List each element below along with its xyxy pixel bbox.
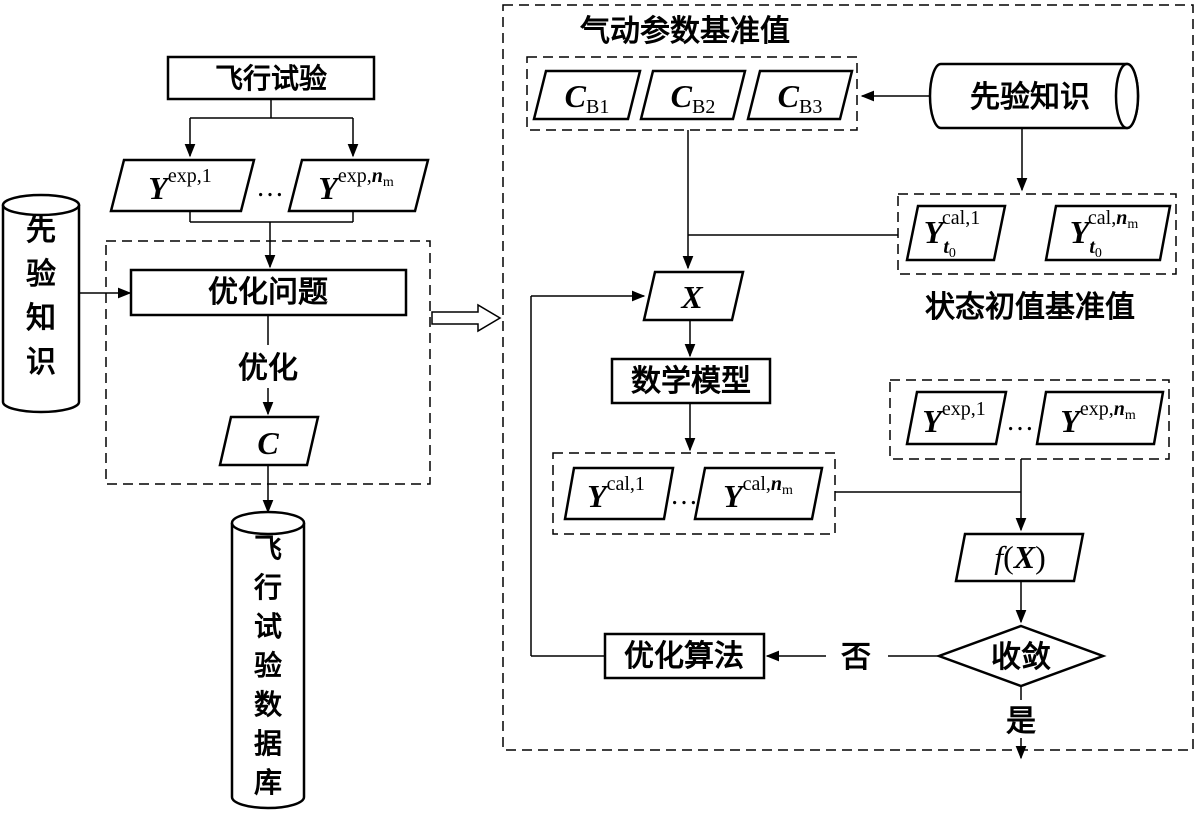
right-y-exp-n-formula: Yexp,nm: [1060, 398, 1136, 439]
right-y-exp-ellipsis: …: [1006, 406, 1034, 437]
db-char-6: 据: [254, 727, 282, 760]
right-dashed-region: [502, 4, 1194, 751]
y-cal-ellipsis: …: [670, 480, 698, 511]
math-model-box: 数学模型: [610, 357, 772, 405]
x-label: X: [680, 279, 703, 315]
db-char-4: 验: [254, 649, 282, 682]
converge-label: 收敛: [991, 640, 1051, 675]
right-y-exp-1-box: Yexp,1: [905, 390, 1008, 446]
inputs-to-x-connector: [682, 130, 898, 270]
left-merge-connector: [189, 211, 354, 269]
left-y-exp-n-box: Yexp,nm: [287, 158, 430, 213]
left-prior-char-1: 先: [26, 213, 56, 248]
db-char-1: 飞: [254, 532, 282, 565]
yes-label: 是: [1006, 704, 1036, 739]
y-cal-1-box: Ycal,1: [563, 466, 675, 521]
to-fx-connector: [835, 459, 1027, 532]
y-cal-1-formula: Ycal,1: [587, 473, 645, 514]
left-ellipsis: …: [256, 172, 284, 203]
cb1-formula: CB1: [565, 78, 610, 118]
no-label: 否: [841, 640, 871, 675]
left-y-exp-n-formula: Yexp,nm: [318, 165, 394, 206]
left-prior-knowledge-cylinder: 先 验 知 识: [1, 193, 81, 414]
left-y-exp-1-box: Yexp,1: [109, 158, 256, 213]
flight-test-box: 飞行试验: [166, 55, 376, 101]
db-char-2: 行: [253, 571, 282, 604]
optimization-problem-box: 优化问题: [129, 268, 408, 317]
opt-algorithm-label: 优化算法: [624, 639, 744, 674]
panel-transition-arrow: [431, 303, 502, 333]
x-box: X: [642, 270, 745, 322]
right-y-exp-1-formula: Yexp,1: [922, 398, 985, 439]
right-prior-knowledge-label: 先验知识: [970, 80, 1090, 115]
yt0-1-box: Yt0cal,1: [905, 204, 1007, 262]
flight-test-split-connector: [184, 99, 359, 158]
aero-baseline-title: 气动参数基准值: [580, 14, 790, 49]
cb3-box: CB3: [746, 69, 854, 121]
yt0-n-formula: Yt0cal,nm: [1070, 207, 1139, 261]
cb2-box: CB2: [639, 69, 747, 121]
aero-baseline-group: [526, 56, 858, 131]
cb2-formula: CB2: [671, 78, 716, 118]
c-box: C: [218, 415, 320, 467]
cb1-box: CB1: [532, 69, 642, 121]
optimization-problem-label: 优化问题: [208, 275, 328, 310]
y-cal-n-formula: Ycal,nm: [723, 473, 793, 514]
db-char-5: 数: [254, 688, 283, 721]
feedback-loop: [530, 290, 646, 657]
c-label: C: [257, 425, 279, 461]
left-y-exp-1-formula: Yexp,1: [148, 165, 211, 206]
y-cal-group: [552, 452, 836, 535]
y-cal-n-box: Ycal,nm: [693, 466, 824, 521]
state-init-title: 状态初值基准值: [925, 290, 1135, 325]
opt-algorithm-box: 优化算法: [603, 632, 766, 680]
yt0-1-formula: Yt0cal,1: [924, 207, 980, 261]
optimize-label: 优化: [238, 351, 298, 386]
right-y-exp-n-box: Yexp,nm: [1035, 390, 1165, 446]
flight-test-database-cylinder: 飞 行 试 验 数 据 库: [230, 510, 306, 810]
db-char-3: 试: [254, 610, 282, 643]
fx-formula: f(X): [994, 539, 1046, 575]
state-init-group: [897, 193, 1177, 275]
db-char-7: 库: [254, 766, 282, 799]
flight-test-label: 飞行试验: [215, 62, 327, 95]
cb3-formula: CB3: [778, 78, 823, 118]
left-prior-char-3: 知: [26, 301, 56, 336]
converge-decision: 收敛: [935, 624, 1107, 688]
yt0-n-box: Yt0cal,nm: [1044, 204, 1172, 262]
right-y-exp-group: [889, 379, 1170, 460]
fx-box: f(X): [954, 532, 1085, 583]
left-prior-char-4: 识: [26, 345, 56, 380]
right-prior-knowledge-cylinder: 先验知识: [928, 62, 1140, 130]
left-prior-char-2: 验: [26, 257, 56, 292]
math-model-label: 数学模型: [631, 364, 751, 399]
